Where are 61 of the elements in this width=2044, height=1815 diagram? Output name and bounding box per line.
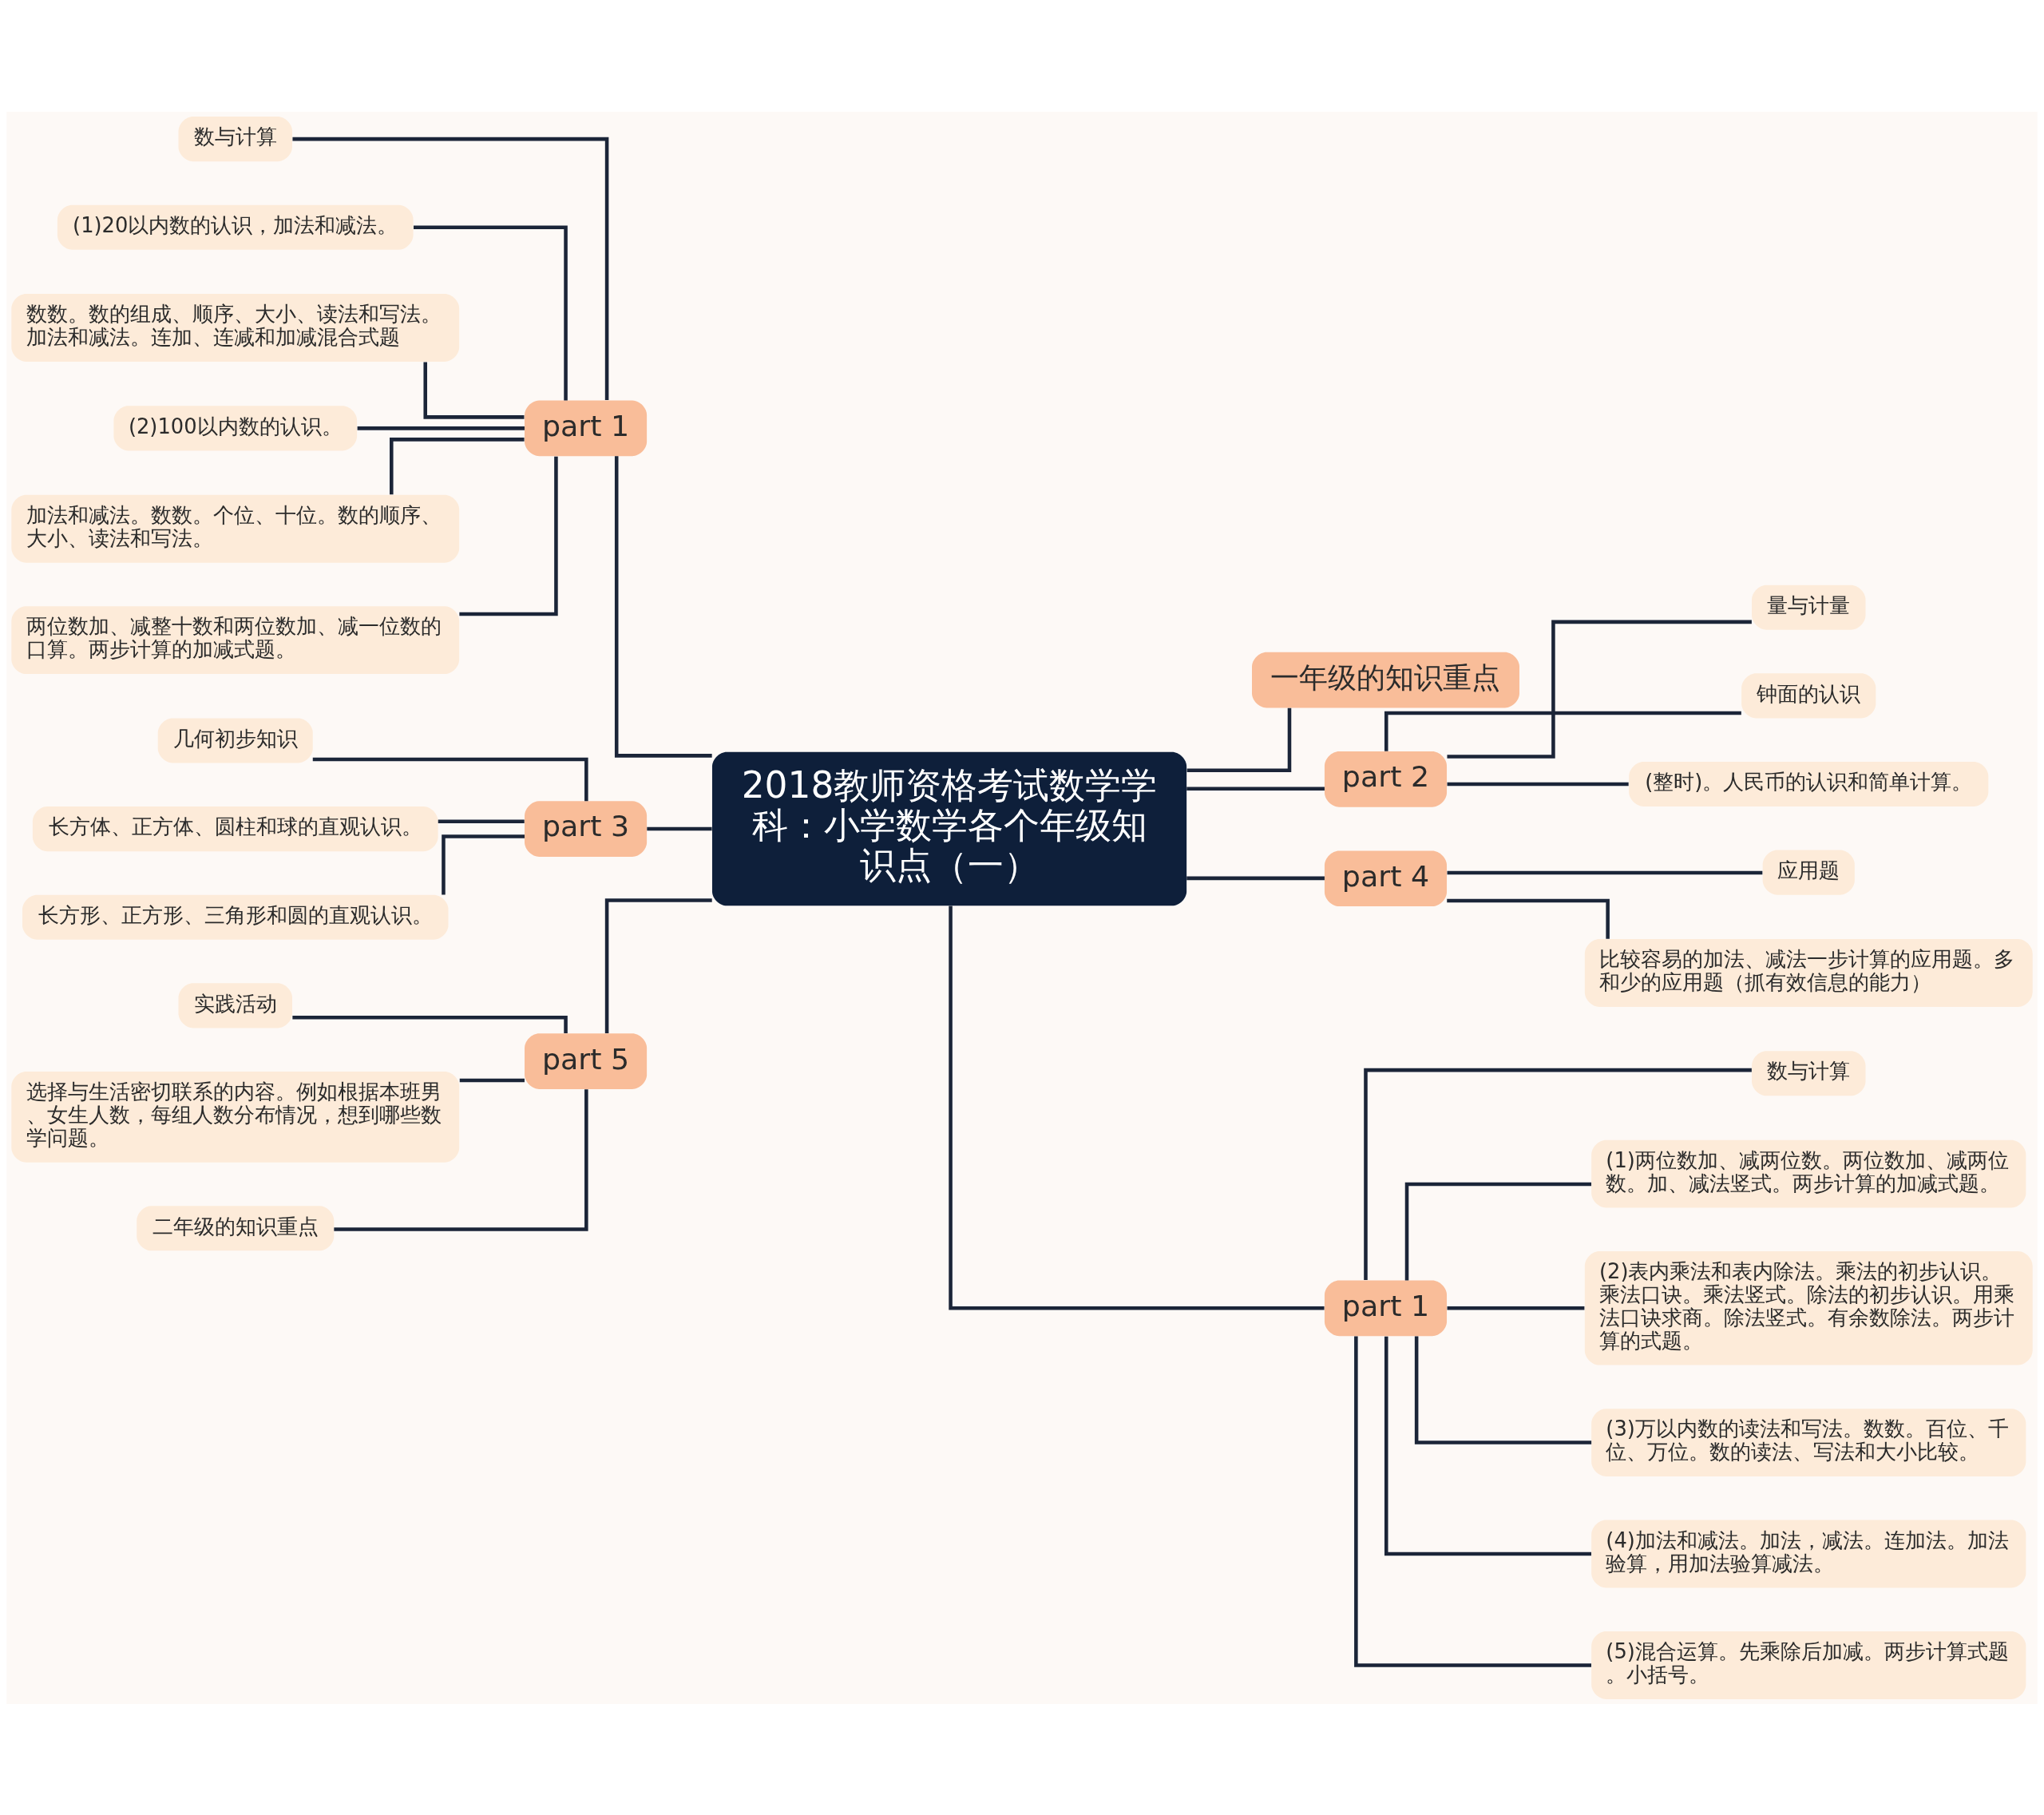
node-box: part 3 [525,800,648,857]
node-box: 长方体、正方体、圆柱和球的直观认识。 [32,806,438,851]
connector [438,818,525,823]
connector [292,1015,568,1033]
node-box: 数与计算 [1752,1050,1866,1096]
connector [1186,707,1292,772]
connector [1364,1068,1752,1280]
node-box: 2018教师资格考试数学学科：小学数学各个年级知识点（一） [711,751,1187,906]
node-box: part 1 [525,400,648,456]
node-box: 数数。数的组成、顺序、大小、读法和写法。加法和减法。连加、连减和加减混合式题 [11,293,460,362]
connector [1447,620,1752,759]
node-box: part 4 [1324,850,1448,906]
node-box: (3)万以内数的读法和写法。数数。百位、千位、万位。数的读法、写法和大小比较。 [1591,1408,2026,1476]
node-box: (1)20以内数的认识，加法和减法。 [57,204,414,250]
connector [1186,876,1325,880]
connector [1447,782,1629,786]
connector [312,757,588,801]
connector [414,225,568,400]
node-box: 几何初步知识 [157,717,313,763]
node-box: 两位数加、减整十数和两位数加、减一位数的口算。两步计算的加减式题。 [11,605,460,674]
connector [1414,1336,1592,1444]
node-box: 应用题 [1762,850,1855,895]
node-box: 数与计算 [178,116,292,161]
connector [423,361,525,419]
node-box: (2)100以内数的认识。 [113,405,358,450]
node-box: 实践活动 [178,982,292,1028]
node-box: 一年级的知识重点 [1252,652,1519,707]
node-box: (5)混合运算。先乘除后加减。两步计算式题。小括号。 [1591,1631,2026,1699]
connector [1354,1335,1591,1667]
connector [1447,1306,1585,1310]
node-box: (1)两位数加、减两位数。两位数加、减两位数。加、减法竖式。两步计算的加减式题。 [1591,1139,2026,1208]
connector [1447,870,1763,874]
node-box: 比较容易的加法、减法一步计算的应用题。多和少的应用题（抓有效信息的能力） [1584,938,2033,1007]
node-box: 钟面的认识 [1741,672,1876,718]
connector [334,1088,588,1231]
connector [604,898,712,1033]
connector [1447,898,1610,939]
connector [1384,711,1741,751]
connector [357,426,525,430]
node-box: part 1 [1324,1280,1448,1336]
connector [949,906,1325,1310]
node-box: 量与计量 [1752,585,1866,630]
connector [459,456,558,616]
connector [1404,1182,1591,1280]
connector [647,826,712,830]
node-box: 选择与生活密切联系的内容。例如根据本班男、女生人数，每组人数分布情况，想到哪些数学问题。 [11,1071,460,1163]
connector [1186,787,1325,791]
connector [390,437,525,494]
connector [459,1078,525,1082]
node-box: part 2 [1324,751,1448,807]
node-box: (2)表内乘法和表内除法。乘法的初步认识。乘法口诀。乘法竖式。除法的初步认识。用乘法口诀求商。除法竖式。有余数除法。两步计算的式题。 [1584,1250,2033,1365]
node-box: (4)加法和减法。加法，减法。连加法。加法验算，用加法验算减法。 [1591,1520,2026,1587]
node-box: (整时)。人民币的认识和简单计算。 [1629,761,1989,806]
connector [1384,1336,1591,1555]
connector [614,455,712,758]
node-box: 长方形、正方形、三角形和圆的直观认识。 [22,894,449,940]
connector [442,834,525,894]
connector [292,137,609,400]
node-box: 二年级的知识重点 [137,1205,335,1250]
node-box: part 5 [525,1032,648,1089]
node-box: 加法和减法。数数。个位、十位。数的顺序、大小、读法和写法。 [11,494,460,563]
